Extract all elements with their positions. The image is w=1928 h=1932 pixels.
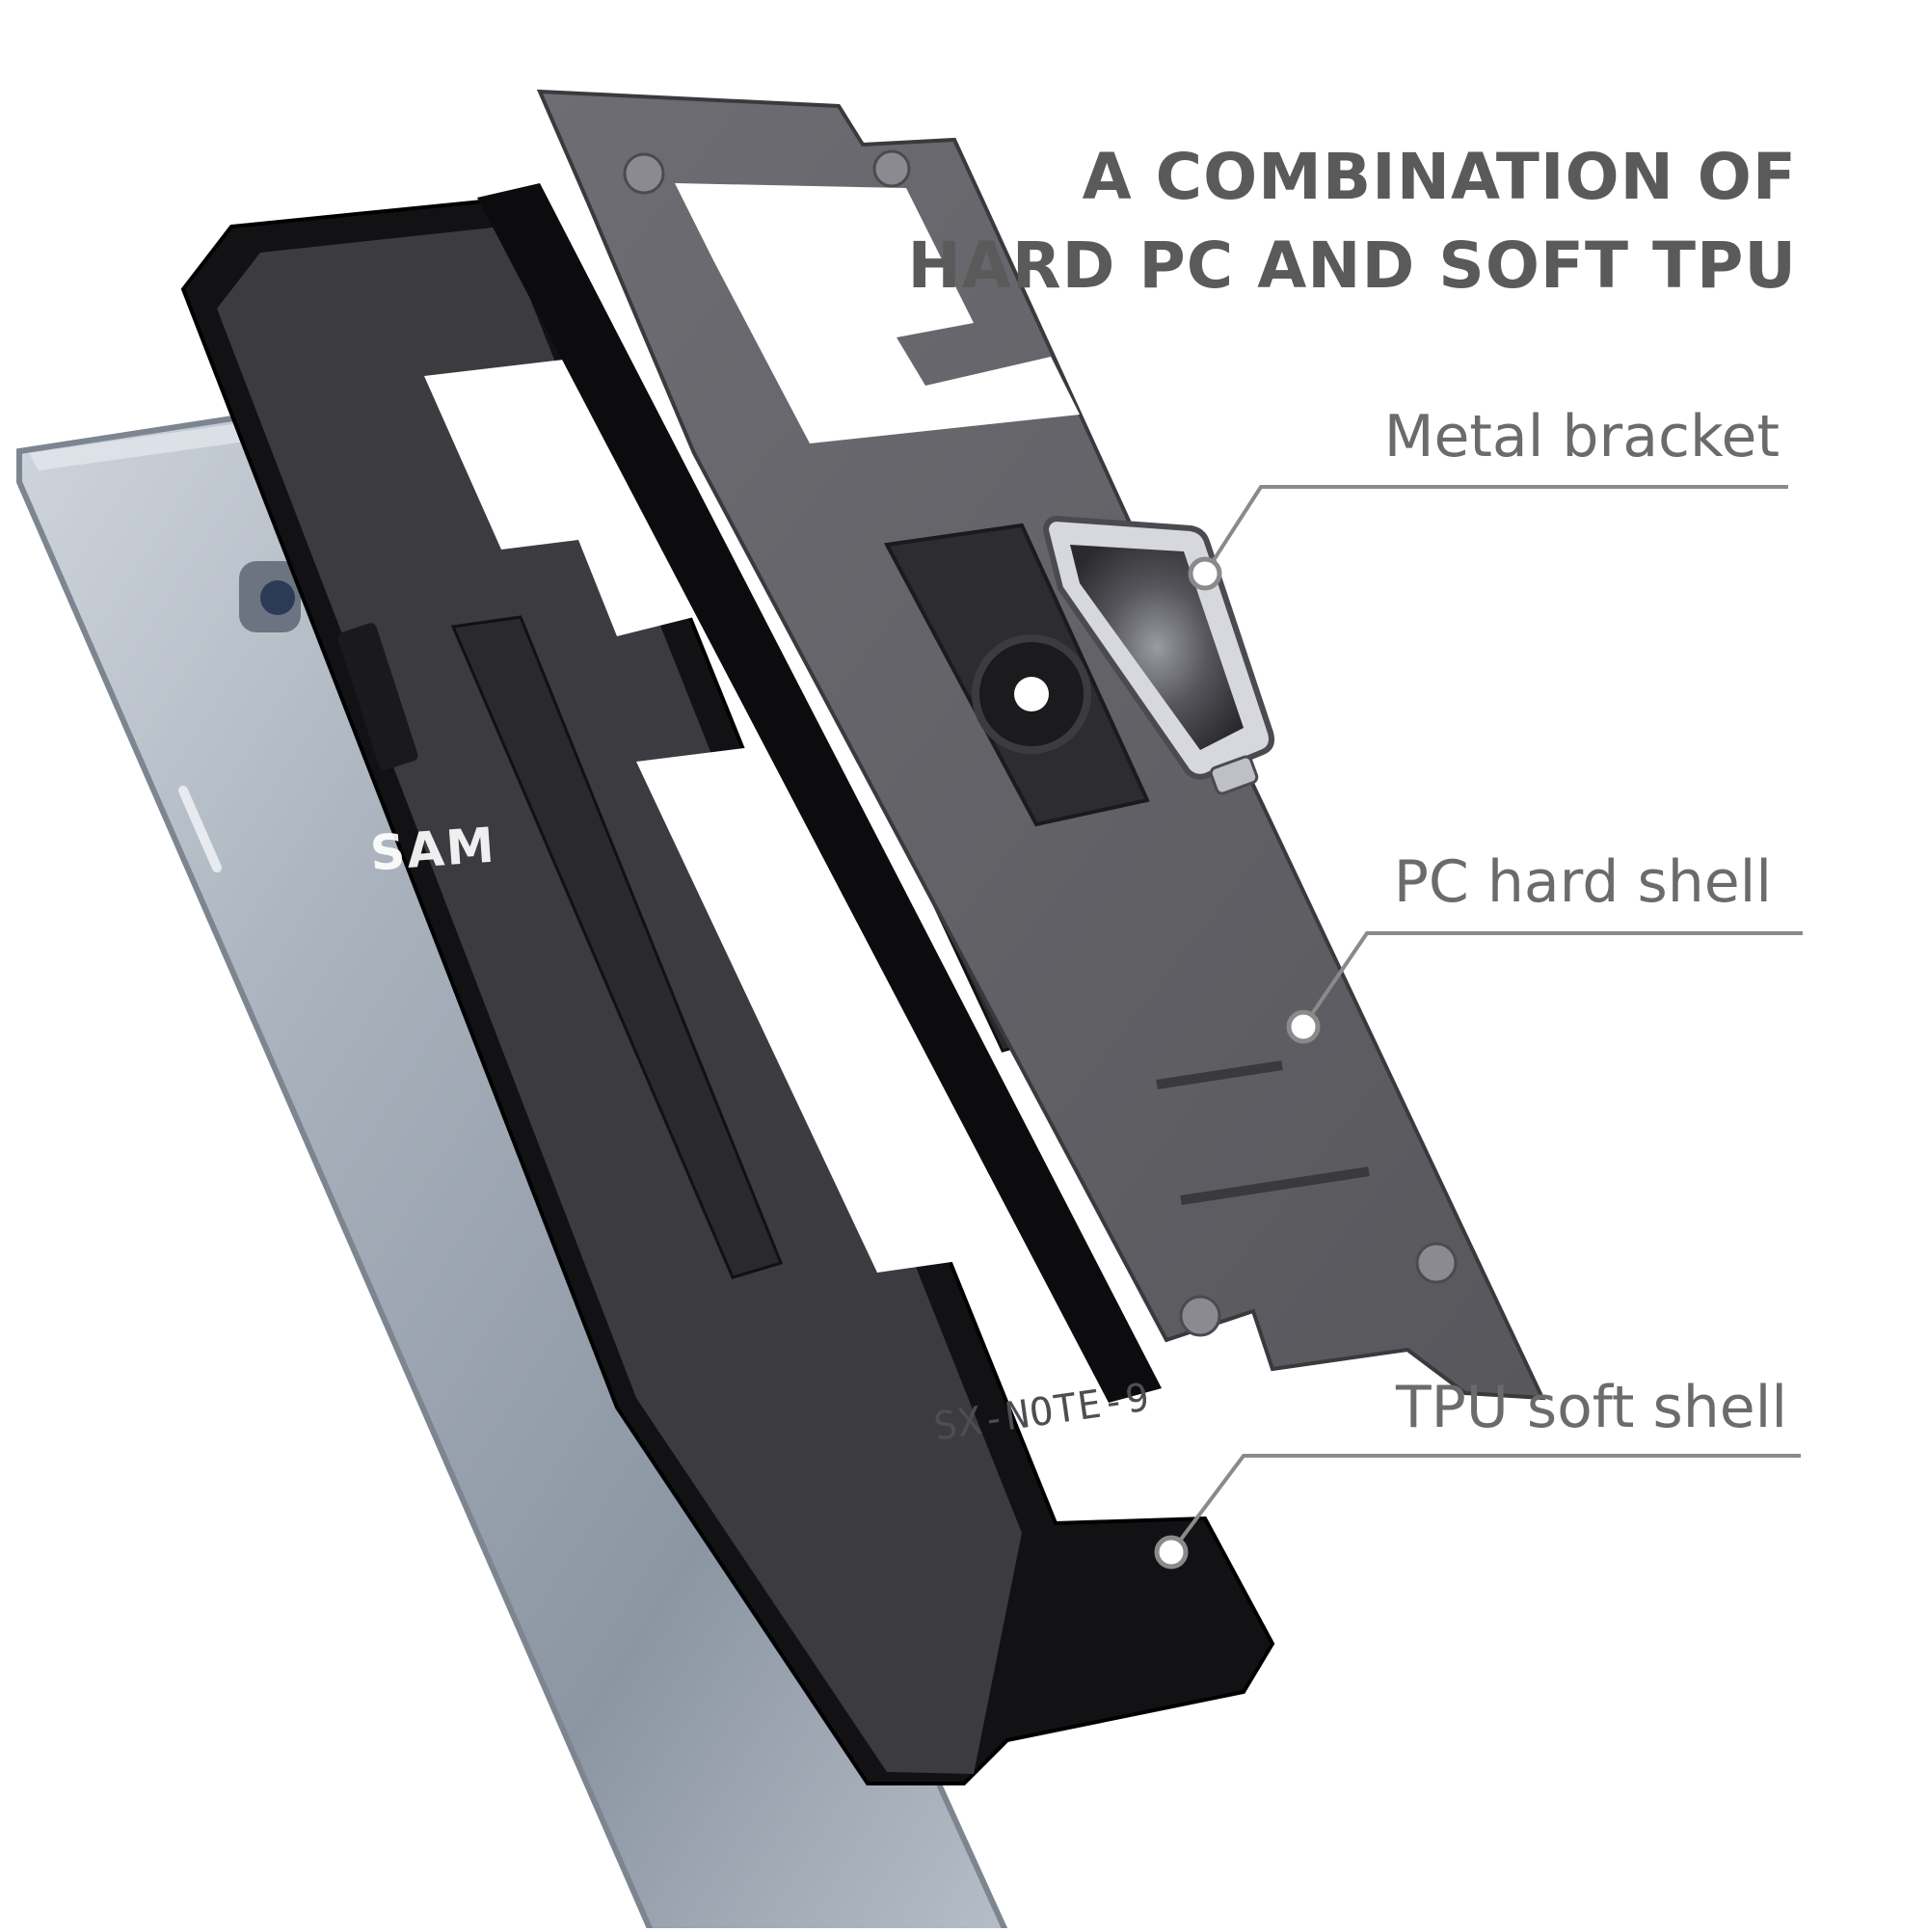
tpu-shell-dot bbox=[1154, 1535, 1189, 1570]
metal-bracket-leader bbox=[1203, 485, 1788, 576]
side-button bbox=[178, 786, 222, 872]
magnet-hole bbox=[1014, 677, 1049, 711]
camera-cutout bbox=[675, 183, 1080, 443]
pc-hard-shell bbox=[536, 89, 1546, 1401]
ridge-line bbox=[1156, 1060, 1283, 1089]
headline-line-2: HARD PC AND SOFT TPU bbox=[907, 228, 1797, 303]
ring-disc bbox=[1070, 545, 1244, 750]
callout-lines bbox=[1154, 485, 1803, 1570]
screw-icon bbox=[623, 152, 665, 195]
screw-icon bbox=[1415, 1242, 1458, 1284]
pc-shell-dot bbox=[1286, 1009, 1321, 1044]
callout-metal-bracket: Metal bracket bbox=[1383, 403, 1780, 470]
headline-line-1: A COMBINATION OF bbox=[1082, 140, 1797, 214]
pc-shell-leader bbox=[1301, 931, 1803, 1029]
side-key-cover bbox=[337, 623, 418, 770]
callout-tpu-soft-shell: TPU soft shell bbox=[1396, 1374, 1787, 1441]
screw-icon bbox=[872, 149, 911, 188]
phone-brand-text: SAM bbox=[368, 817, 498, 882]
tpu-shell-leader bbox=[1169, 1454, 1801, 1554]
back-cutout bbox=[636, 738, 1080, 1273]
callout-pc-hard-shell: PC hard shell bbox=[1393, 848, 1772, 916]
ridge-line bbox=[1180, 1167, 1370, 1205]
camera-lens-icon bbox=[260, 580, 295, 615]
metal-bracket-dot bbox=[1188, 556, 1222, 591]
screw-icon bbox=[1179, 1295, 1221, 1337]
headline: A COMBINATION OF HARD PC AND SOFT TPU bbox=[833, 133, 1797, 310]
side-rail bbox=[477, 183, 1162, 1403]
grip-texture-left bbox=[450, 615, 784, 1279]
ring-hinge bbox=[1209, 755, 1259, 795]
tpu-soft-shell bbox=[180, 195, 1275, 1785]
